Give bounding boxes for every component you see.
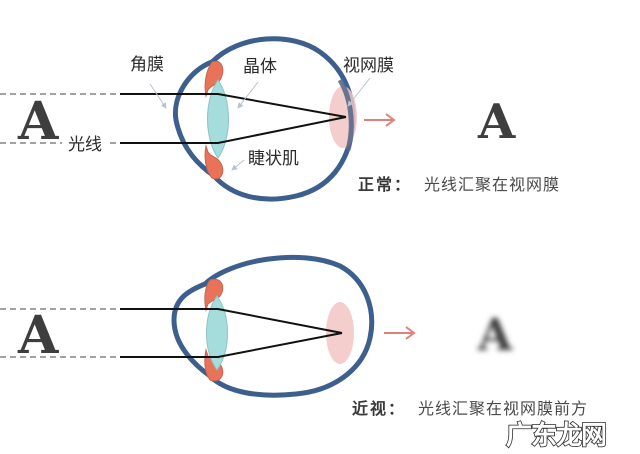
retina-label: 视网膜 <box>343 56 394 76</box>
watermark: 广东龙网 <box>506 420 606 451</box>
retina-wall-normal <box>337 78 354 151</box>
bottom-ray-myopia <box>120 332 343 358</box>
cornea-pointer <box>149 83 167 109</box>
normal-caption-title: 正常： <box>358 175 412 194</box>
ciliary-muscle-label: 睫状肌 <box>248 149 299 169</box>
result-letter-sharp: A <box>477 94 516 150</box>
lens-normal <box>207 79 229 159</box>
normal-caption-description: 光线汇聚在视网膜 <box>424 175 560 194</box>
object-letter-myopia: A <box>17 305 59 366</box>
ciliary-pointer <box>231 159 245 171</box>
result-arrowhead-normal <box>385 113 396 127</box>
result-letter-blurred: A <box>477 310 513 361</box>
ciliary-muscle-top <box>204 60 224 98</box>
cornea-label: 角膜 <box>130 55 164 75</box>
myopia-caption-title: 近视： <box>352 399 406 418</box>
ciliary-muscle-top-myopia <box>204 278 224 312</box>
myopia-panel: A A 近视： 光线汇聚在视网膜前方 广东龙网 <box>0 254 608 452</box>
lens-label: 晶体 <box>243 57 277 77</box>
lens-pointer <box>237 81 259 109</box>
bottom-ray-normal <box>120 116 347 144</box>
normal-vision-panel: A 光线 角膜 晶体 睫状肌 视网膜 A 正常： 光线 <box>0 36 560 202</box>
object-letter-normal: A <box>17 91 59 152</box>
top-ray-myopia <box>120 308 343 334</box>
ciliary-muscle-bottom <box>204 144 224 180</box>
myopia-caption-description: 光线汇聚在视网膜前方 <box>418 399 588 418</box>
light-ray-label: 光线 <box>68 135 102 155</box>
eyeball-myopia <box>171 254 375 398</box>
lens-myopia <box>206 295 228 371</box>
retina-pointer <box>347 77 371 107</box>
result-arrowhead-myopia <box>405 326 416 340</box>
top-ray-normal <box>120 93 347 118</box>
